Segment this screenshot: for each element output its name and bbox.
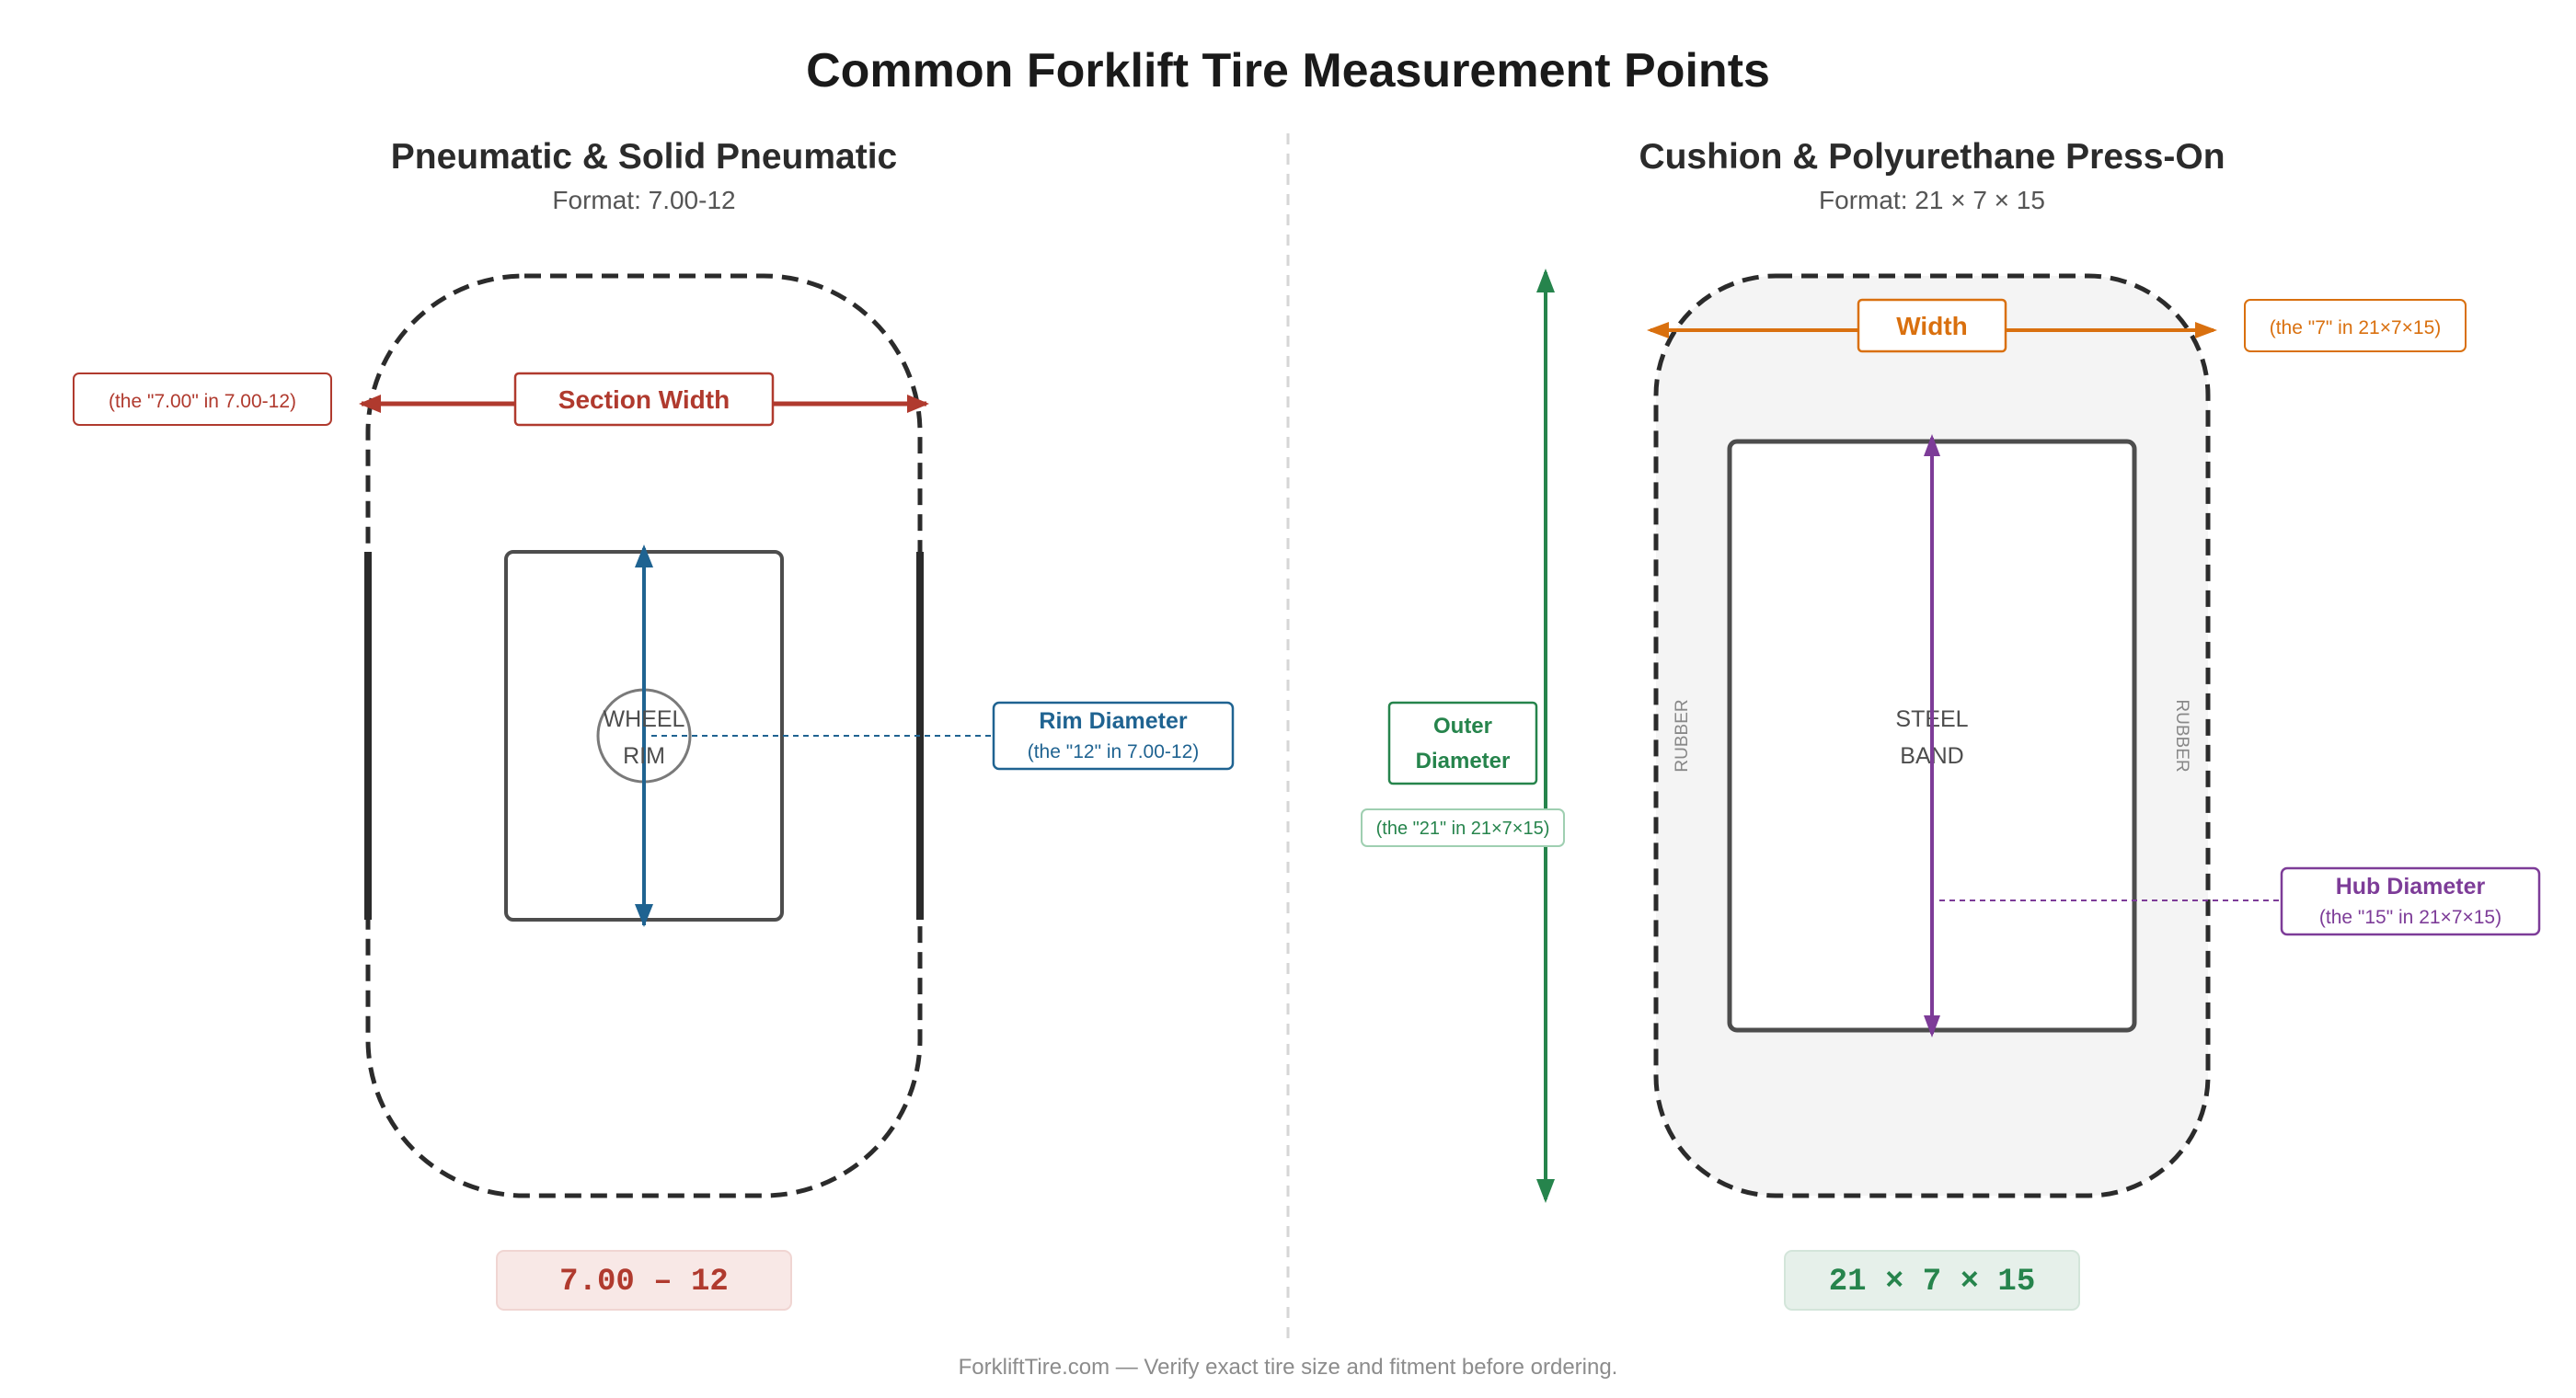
hub-diameter-arrowhead-bottom	[1924, 1015, 1940, 1037]
rubber-label-left: RUBBER	[1673, 699, 1692, 772]
outer-diameter-arrowhead-bottom	[1536, 1179, 1555, 1203]
width-label: Width	[1896, 312, 1968, 340]
left-format: Format: 7.00-12	[552, 186, 735, 214]
outer-diameter-arrowhead-top	[1536, 269, 1555, 292]
section-width-label: Section Width	[558, 385, 730, 414]
width-label-box	[1857, 298, 2007, 353]
section-width-label-box	[513, 372, 775, 427]
left-panel: Pneumatic & Solid Pneumatic Format: 7.00…	[73, 137, 1235, 1311]
footer-note: ForkliftTire.com — Verify exact tire siz…	[959, 1355, 1618, 1380]
hub-diameter-note: (the "15" in 21×7×15)	[2319, 907, 2501, 928]
rim-diameter-label: Rim Diameter	[1039, 708, 1187, 734]
rim-diameter-arrowhead-bottom	[635, 904, 653, 927]
right-format: Format: 21 × 7 × 15	[1819, 186, 2045, 214]
width-note: (the "7" in 21×7×15)	[2270, 317, 2442, 338]
outer-diameter-note: (the "21" in 21×7×15)	[1376, 819, 1550, 839]
rim-diameter-label-box	[992, 701, 1235, 771]
outer-diameter-label-line2: Diameter	[1416, 749, 1511, 773]
wheel-rim-label-line1: WHEEL	[604, 706, 685, 732]
wheel-rim-label-line2: RIM	[623, 743, 665, 769]
right-panel: Cushion & Polyurethane Press-On Format: …	[1361, 137, 2541, 1311]
rubber-label-right: RUBBER	[2172, 699, 2191, 772]
right-size-badge-box	[1784, 1250, 2080, 1311]
outer-diameter-label-box	[1387, 701, 1538, 785]
width-arrowhead-left	[1647, 322, 1669, 338]
width-note-box	[2244, 299, 2467, 352]
hub-diameter-label: Hub Diameter	[2336, 874, 2486, 900]
section-width-arrowhead-left	[359, 395, 381, 413]
left-size-badge: 7.00 – 12	[559, 1265, 729, 1300]
outer-diameter-label-line1: Outer	[1433, 714, 1492, 739]
page-title: Common Forklift Tire Measurement Points	[806, 44, 1770, 97]
left-size-badge-box	[496, 1250, 792, 1311]
width-arrowhead-right	[2195, 322, 2217, 338]
section-width-note-box	[73, 372, 332, 426]
left-heading: Pneumatic & Solid Pneumatic	[391, 137, 897, 177]
section-width-note: (the "7.00" in 7.00-12)	[109, 391, 296, 412]
outer-diameter-note-box	[1361, 808, 1565, 847]
hub-diameter-label-box	[2280, 866, 2541, 936]
right-heading: Cushion & Polyurethane Press-On	[1639, 137, 2225, 177]
rim-diameter-arrowhead-top	[635, 544, 653, 567]
hub-diameter-arrowhead-top	[1924, 434, 1940, 456]
right-size-badge: 21 × 7 × 15	[1829, 1265, 2035, 1300]
section-width-arrowhead-right	[907, 395, 929, 413]
rim-diameter-note: (the "12" in 7.00-12)	[1028, 741, 1200, 762]
